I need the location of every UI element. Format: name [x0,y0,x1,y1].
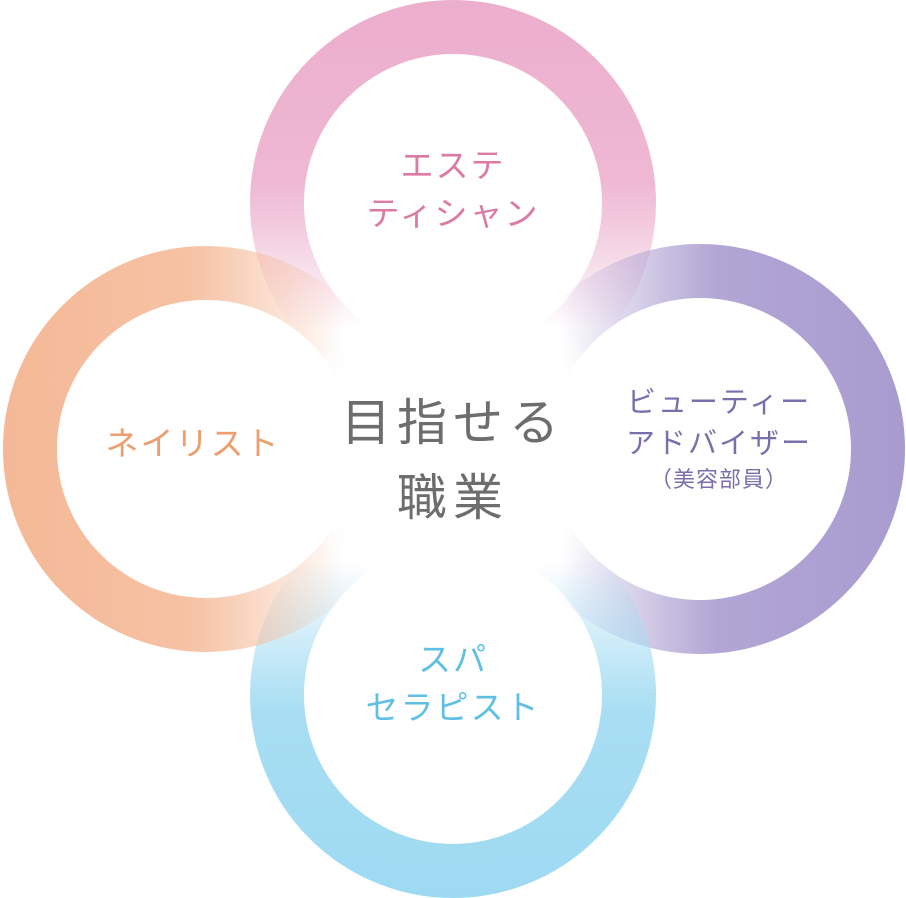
career-label-line: セラピスト [365,687,541,727]
career-label-beauty-advisor: ビューティー アドバイザー （美容部員） [594,382,844,497]
center-glow [283,279,623,619]
career-label-line: ティシャン [366,193,540,233]
career-label-line: エステ [400,146,506,185]
career-label-esthetician: エステ ティシャン [328,142,578,238]
career-label-line: スパ [418,640,488,679]
center-title: 目指せる 職業 [303,386,603,536]
center-title-line: 目指せる [341,394,565,452]
career-label-nailist: ネイリスト [63,420,323,468]
career-label-spa-therapist: スパ セラピスト [328,636,578,732]
career-label-line: ネイリスト [105,424,281,463]
career-label-line: ビューティー [626,385,812,419]
center-title-line: 職業 [397,469,509,527]
career-label-sub: （美容部員） [649,468,788,494]
career-label-line: アドバイザー [625,426,812,461]
